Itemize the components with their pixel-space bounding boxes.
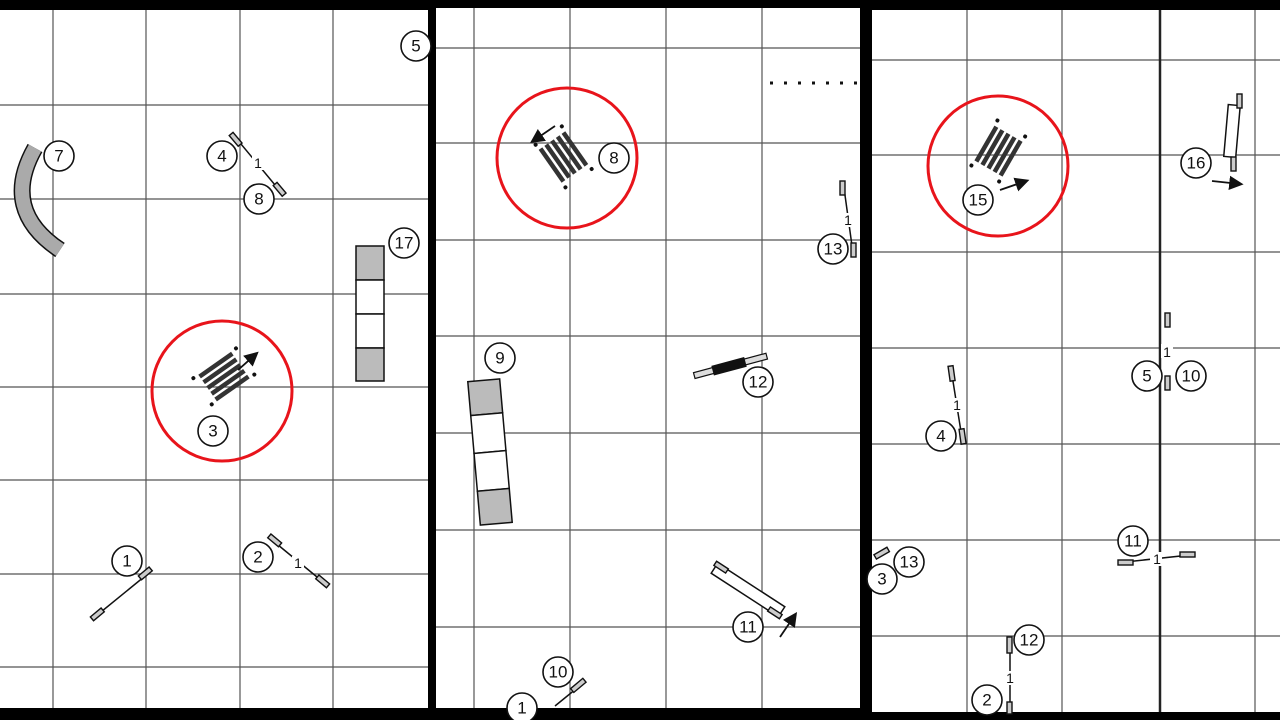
jump-5-10: 1	[1161, 312, 1173, 391]
number-12: 12	[1013, 624, 1045, 656]
number-5: 5	[400, 30, 432, 62]
jump-3-13	[872, 546, 891, 561]
course-panel-2: 1 8 9 12 13 11 10 1	[436, 8, 860, 720]
spacing-label: 1	[1163, 344, 1171, 360]
svg-text:11: 11	[739, 618, 757, 637]
spacing-label: 1	[1006, 670, 1014, 686]
svg-text:3: 3	[877, 570, 886, 589]
jump-2: 1	[266, 532, 331, 589]
svg-text:12: 12	[749, 373, 768, 392]
number-2: 2	[242, 541, 274, 573]
number-5: 5	[1131, 360, 1163, 392]
number-11: 11	[1117, 525, 1149, 557]
jump-12-2: 1	[1004, 636, 1016, 715]
highlight-circle	[495, 86, 639, 230]
svg-text:5: 5	[1142, 367, 1151, 386]
number-4: 4	[206, 140, 238, 172]
svg-text:17: 17	[395, 234, 414, 253]
svg-text:9: 9	[495, 349, 504, 368]
spacing-label: 1	[294, 555, 302, 571]
direction-arrow	[779, 612, 798, 638]
grid	[872, 10, 1280, 712]
svg-text:3: 3	[208, 422, 217, 441]
direction-arrow	[1211, 175, 1244, 191]
highlight-circle	[150, 319, 294, 463]
number-8: 8	[598, 142, 630, 174]
svg-text:12: 12	[1020, 631, 1039, 650]
spacing-label: 1	[1153, 551, 1161, 567]
number-1: 1	[506, 692, 538, 720]
svg-text:10: 10	[1182, 367, 1201, 386]
table-dogwalk	[355, 245, 385, 382]
svg-text:4: 4	[936, 427, 945, 446]
number-17: 17	[388, 227, 420, 259]
svg-text:1: 1	[517, 699, 526, 718]
highlight-circle	[926, 94, 1070, 238]
svg-text:16: 16	[1187, 154, 1206, 173]
direction-arrow	[237, 351, 259, 371]
number-13: 13	[893, 546, 925, 578]
svg-text:5: 5	[411, 37, 420, 56]
svg-text:8: 8	[254, 190, 263, 209]
svg-text:1: 1	[122, 552, 131, 571]
jump-13: 1	[839, 180, 857, 258]
number-13: 13	[817, 233, 849, 265]
spacing-label: 1	[254, 155, 262, 171]
svg-text:2: 2	[982, 691, 991, 710]
number-1: 1	[111, 545, 143, 577]
obstacle-16	[1222, 93, 1243, 172]
number-8: 8	[243, 183, 275, 215]
number-15: 15	[962, 184, 994, 216]
svg-text:15: 15	[969, 191, 988, 210]
jump-10	[554, 677, 588, 707]
svg-text:2: 2	[253, 548, 262, 567]
number-2: 2	[971, 684, 1003, 716]
spacing-label: 1	[953, 397, 961, 413]
number-10: 10	[1175, 360, 1207, 392]
spacing-label: 1	[844, 212, 852, 228]
number-4: 4	[925, 420, 957, 452]
jump-4-8: 1	[228, 131, 288, 198]
number-12: 12	[742, 366, 774, 398]
number-3: 3	[197, 415, 229, 447]
number-7: 7	[43, 140, 75, 172]
number-16: 16	[1180, 147, 1212, 179]
direction-arrow	[530, 125, 556, 144]
svg-text:7: 7	[54, 147, 63, 166]
course-panel-3: 1 1 1 1 15 16 5 10 4 1	[866, 10, 1280, 716]
number-11: 11	[732, 611, 764, 643]
obstacle-11	[710, 560, 786, 620]
jump-11: 1	[1117, 551, 1196, 567]
jump-1	[89, 565, 154, 622]
svg-text:13: 13	[900, 553, 919, 572]
direction-arrow	[999, 177, 1030, 192]
course-panel-1: 1 1 7 4 8 17 5 3 1 2	[0, 10, 432, 708]
number-10: 10	[542, 656, 574, 688]
number-9: 9	[484, 342, 516, 374]
number-3: 3	[866, 563, 898, 595]
tunnel-12	[692, 352, 769, 380]
jump-4: 1	[947, 364, 967, 445]
svg-text:4: 4	[217, 147, 226, 166]
a-frame-9	[466, 378, 514, 526]
svg-text:8: 8	[609, 149, 618, 168]
svg-text:11: 11	[1124, 532, 1142, 551]
svg-text:13: 13	[824, 240, 843, 259]
grid	[0, 10, 428, 708]
svg-text:10: 10	[549, 663, 568, 682]
